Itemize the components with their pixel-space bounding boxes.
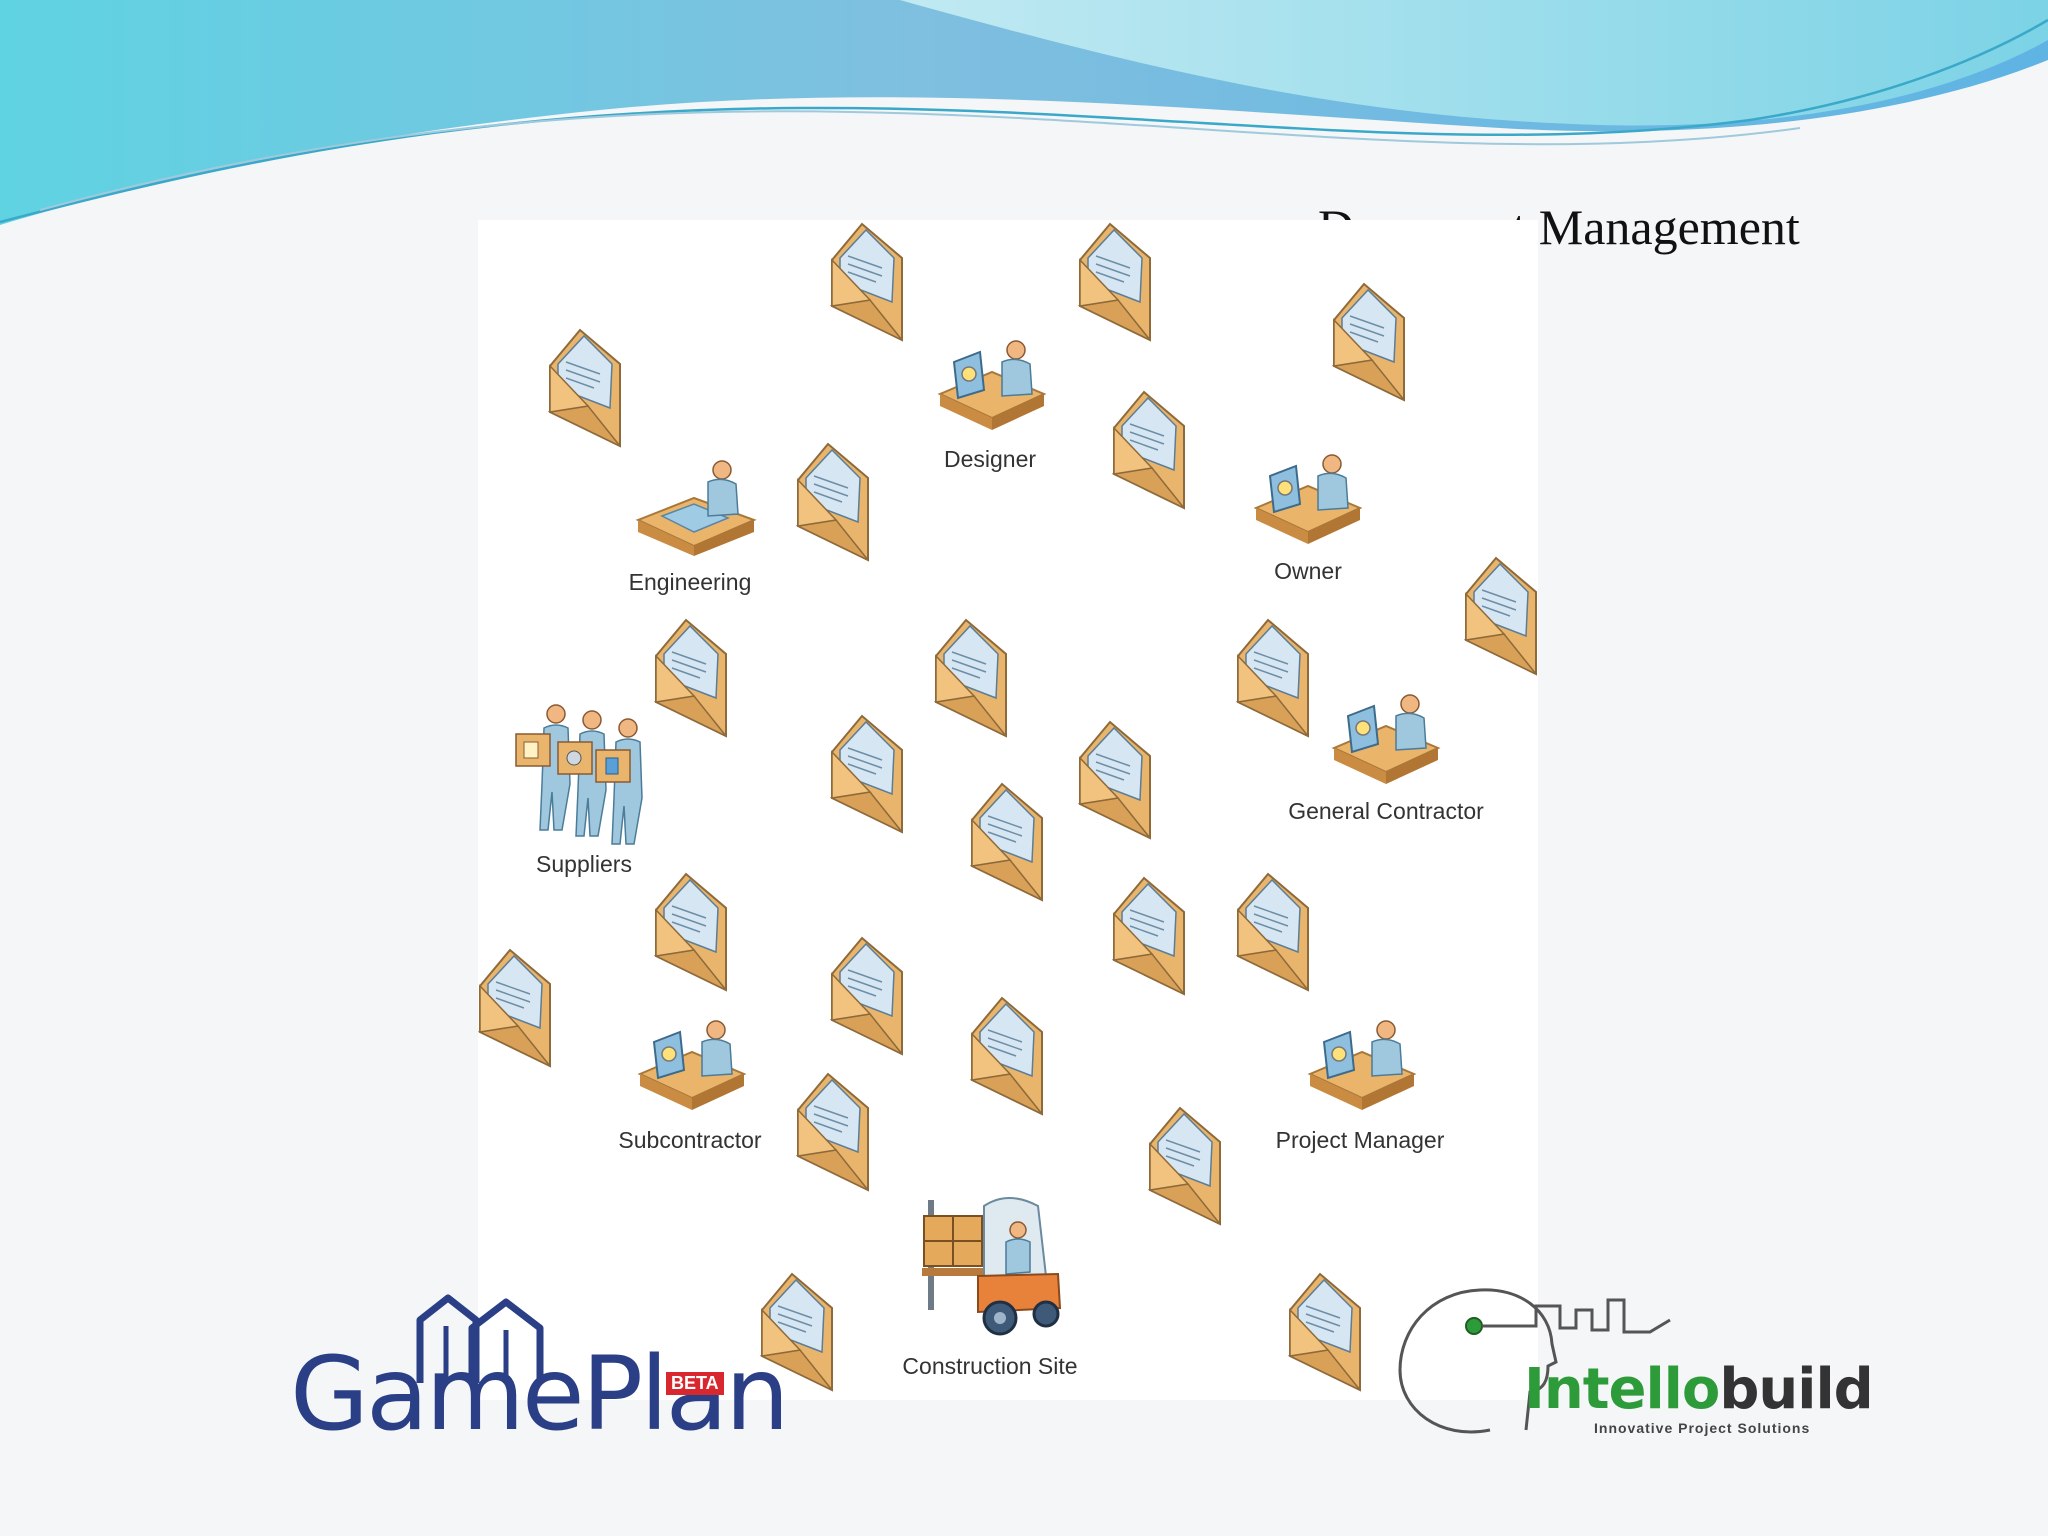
intellobuild-wordmark: Intellobuild xyxy=(1524,1362,1874,1418)
node-label-engineering: Engineering xyxy=(628,569,752,595)
node-label-project-manager: Project Manager xyxy=(1275,1127,1445,1153)
open-envelope-document-icon xyxy=(547,328,622,448)
workstation-person-icon xyxy=(1253,454,1363,544)
open-envelope-document-icon xyxy=(829,714,904,834)
head-circuit-icon xyxy=(1398,1288,1671,1434)
open-envelope-document-icon xyxy=(1463,556,1538,676)
drafting-table-person-icon xyxy=(635,460,757,556)
gameplan-logo: GamePlan BETA xyxy=(290,1288,790,1458)
open-envelope-document-icon xyxy=(1077,222,1152,342)
open-envelope-document-icon xyxy=(1235,618,1310,738)
node-label-subcontractor: Subcontractor xyxy=(618,1127,762,1153)
workstation-person-icon xyxy=(1331,694,1441,784)
intellobuild-wordmark-build: build xyxy=(1719,1357,1873,1422)
workstation-person-icon xyxy=(937,340,1047,430)
gameplan-buildings-icon xyxy=(416,1294,544,1383)
node-label-construction-site: Construction Site xyxy=(902,1353,1078,1379)
open-envelope-document-icon xyxy=(1235,872,1310,992)
open-envelope-document-icon xyxy=(969,996,1044,1116)
workstation-person-icon xyxy=(637,1020,747,1110)
gameplan-wordmark: GamePlan xyxy=(290,1335,790,1454)
workstation-person-icon xyxy=(1307,1020,1417,1110)
open-envelope-document-icon xyxy=(1111,390,1186,510)
open-envelope-document-icon xyxy=(829,222,904,342)
open-envelope-document-icon xyxy=(1111,876,1186,996)
intellobuild-wordmark-intello: Intello xyxy=(1524,1357,1720,1422)
open-envelope-document-icon xyxy=(829,936,904,1056)
open-envelope-document-icon xyxy=(759,1272,834,1392)
node-label-general-contractor: General Contractor xyxy=(1288,798,1484,824)
gameplan-beta-badge: BETA xyxy=(666,1372,724,1395)
open-envelope-document-icon xyxy=(1147,1106,1222,1226)
open-envelope-document-icon xyxy=(969,782,1044,902)
open-envelope-document-icon xyxy=(477,948,552,1068)
open-envelope-document-icon xyxy=(795,442,870,562)
intellobuild-logo: Intellobuild Innovative Project Solution… xyxy=(1380,1270,1874,1450)
open-envelope-document-icon xyxy=(795,1072,870,1192)
people-carrying-boxes-icon xyxy=(515,704,643,845)
node-label-suppliers: Suppliers xyxy=(536,851,632,877)
open-envelope-document-icon xyxy=(1077,720,1152,840)
open-envelope-document-icon xyxy=(1287,1272,1362,1392)
open-envelope-document-icon xyxy=(653,872,728,992)
header-wave xyxy=(0,0,2048,225)
node-label-owner: Owner xyxy=(1274,558,1342,584)
open-envelope-document-icon xyxy=(653,618,728,738)
open-envelope-document-icon xyxy=(1331,282,1406,402)
open-envelope-document-icon xyxy=(933,618,1008,738)
forklift-icon xyxy=(922,1197,1062,1336)
intellobuild-tagline: Innovative Project Solutions xyxy=(1594,1420,1811,1436)
node-label-designer: Designer xyxy=(943,446,1037,472)
